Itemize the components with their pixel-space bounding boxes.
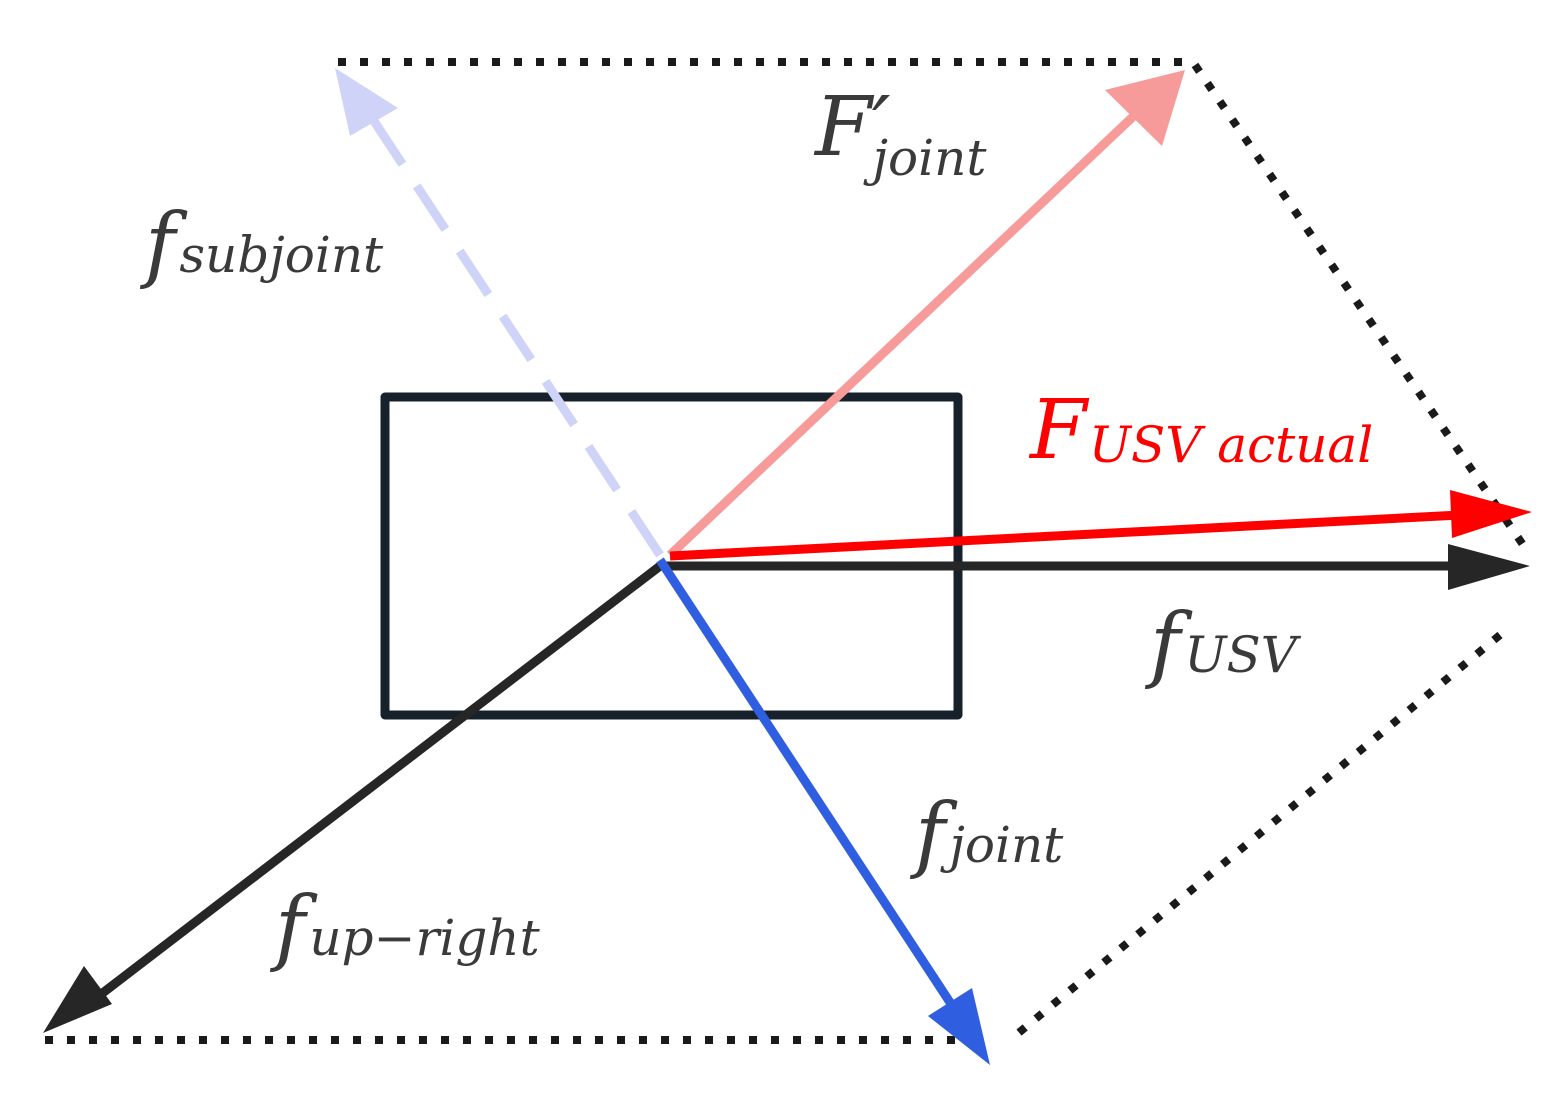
dotted-right-upper-edge — [1191, 62, 1534, 558]
f-usv-arrowhead — [1448, 544, 1530, 590]
dotted-guides — [45, 58, 1534, 1044]
f-joint-prime-arrowhead — [1105, 70, 1185, 146]
f-usv-actual-arrow — [669, 490, 1532, 561]
label-f-usv-actual: FUSV actual — [1028, 383, 1373, 478]
dotted-right-lower-edge — [1007, 631, 1503, 1044]
label-f-joint: fjoint — [909, 787, 1064, 882]
f-up-right-arrow — [43, 562, 663, 1033]
f-usv-actual-arrowhead — [1450, 490, 1532, 538]
f-usv-arrow — [660, 544, 1530, 590]
label-f-joint-prime: F′joint — [813, 80, 987, 187]
label-f-subjoint: fsubjoint — [139, 197, 384, 292]
f-joint-arrow — [656, 557, 990, 1065]
label-f-up-right: fup−right — [269, 880, 541, 975]
label-f-usv: fUSV — [1144, 597, 1302, 692]
f-subjoint-arrow — [335, 68, 664, 558]
f-up-right-arrowhead — [43, 966, 112, 1033]
f-joint-arrowhead — [928, 988, 990, 1065]
f-subjoint-arrowhead — [335, 68, 398, 136]
f-joint-prime-arrow — [666, 70, 1185, 559]
usv-body-rectangle — [380, 392, 963, 720]
